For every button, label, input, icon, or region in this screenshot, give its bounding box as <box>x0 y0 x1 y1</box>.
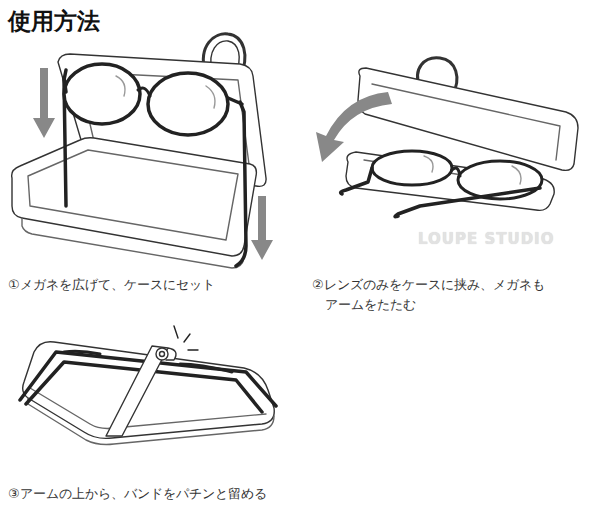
case-seam <box>30 388 266 429</box>
close-arrow <box>316 92 392 162</box>
glasses-bridge <box>452 168 460 176</box>
step1-illustration <box>12 34 273 268</box>
glasses-right-arm <box>236 102 246 266</box>
band-snap-center <box>160 352 165 357</box>
down-arrow <box>251 196 273 260</box>
page-title: 使用方法 <box>8 6 100 37</box>
glasses-bridge <box>138 88 150 96</box>
band <box>106 346 176 436</box>
case-tray <box>12 138 257 256</box>
glasses-arms <box>341 168 540 217</box>
lens-highlight <box>424 156 521 184</box>
glasses-right-lens <box>148 73 228 135</box>
glasses-left-lens <box>372 151 452 185</box>
glasses-left-lens <box>64 64 140 124</box>
step3-illustration <box>20 326 276 445</box>
step-caption: ①メガネを広げて、ケースにセット <box>8 275 298 295</box>
lens-highlight <box>116 76 215 108</box>
band-snap <box>156 348 168 360</box>
step-caption: ③アームの上から、バンドをパチンと留める <box>8 484 388 504</box>
case-bottom <box>28 398 274 445</box>
case-lid-inner <box>372 84 560 160</box>
case-tray-inner <box>28 150 238 240</box>
down-arrow <box>33 68 55 138</box>
snap-spark <box>174 326 198 350</box>
watermark: LOUPE STUDIO <box>418 230 578 248</box>
step2-illustration <box>316 58 578 217</box>
step-caption: ②レンズのみをケースに挟み、メガネも アームをたたむ <box>312 275 590 315</box>
case-tray-edge <box>22 218 246 268</box>
